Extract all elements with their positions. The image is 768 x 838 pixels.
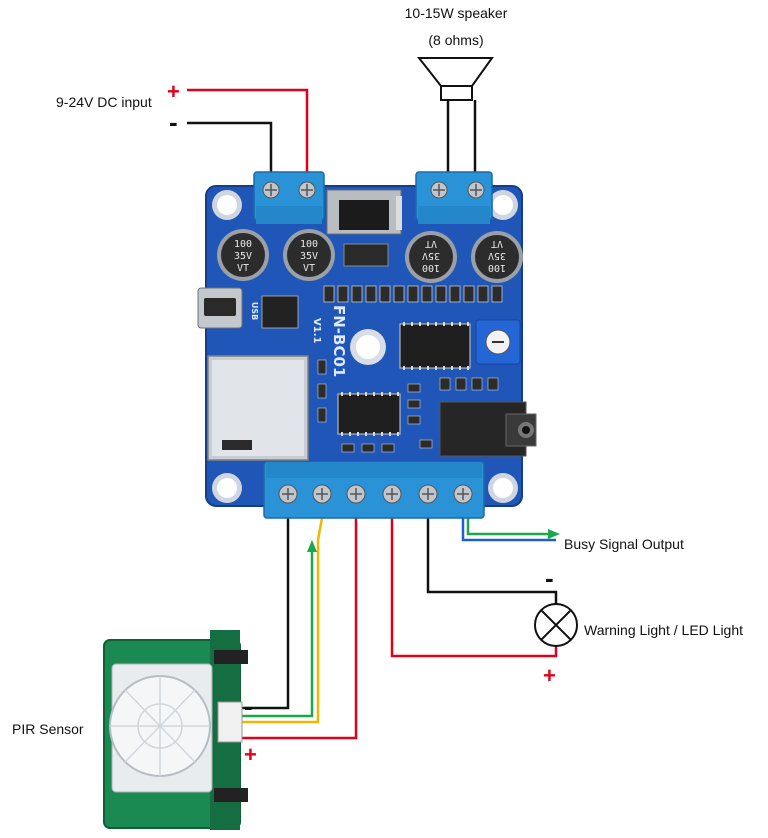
pir-plus-sign: +	[244, 742, 257, 767]
power-terminal-block	[253, 171, 325, 224]
sd-card-slot	[207, 355, 309, 461]
dc-input-label: 9-24V DC input	[56, 94, 152, 110]
capacitor-voltage: 35V	[488, 250, 506, 261]
board-model-silkscreen: FN-BC01	[330, 305, 348, 377]
voltage-regulator	[326, 189, 402, 235]
capacitor-series: VT	[425, 238, 437, 249]
capacitor-1: 100 35V VT	[217, 229, 269, 281]
capacitor-4: 100 35V VT	[471, 231, 523, 283]
pir-green-wire	[242, 548, 314, 718]
dc-positive-wire	[187, 88, 309, 185]
pir-sensor-label: PIR Sensor	[12, 721, 84, 737]
mounting-holes	[212, 190, 518, 503]
pir-pin	[214, 650, 248, 664]
board-version-silkscreen: V1.1	[311, 318, 322, 343]
light-negative-wire	[426, 500, 558, 604]
mp3-player-board: 100 35V VT 100 35V VT 100 35V VT 100 35V…	[197, 171, 537, 519]
dc-negative-wire	[187, 121, 273, 185]
busy-arrow-icon	[548, 529, 560, 539]
pir-pin	[214, 788, 248, 802]
busy-signal-label: Busy Signal Output	[564, 536, 684, 552]
capacitor-value: 100	[488, 262, 506, 273]
capacitor-value: 100	[422, 262, 440, 273]
usb-label: USB	[250, 302, 259, 320]
capacitor-series: VT	[237, 263, 249, 274]
io-terminal-block	[263, 461, 485, 519]
light-minus-sign: -	[545, 563, 554, 593]
capacitor-voltage: 35V	[300, 251, 318, 262]
speaker-cone-icon	[416, 57, 494, 87]
warning-light	[534, 603, 578, 647]
dc-minus-sign: -	[169, 107, 178, 137]
potentiometer	[475, 319, 521, 365]
capacitor-value: 100	[300, 239, 318, 250]
speaker-impedance-label: (8 ohms)	[428, 32, 483, 48]
audio-jack	[439, 401, 537, 457]
capacitor-series: VT	[303, 263, 315, 274]
capacitor-voltage: 35V	[422, 250, 440, 261]
amplifier-ic	[399, 322, 471, 370]
speaker-magnet-icon	[440, 85, 473, 101]
capacitor-voltage: 35V	[234, 251, 252, 262]
capacitor-2: 100 35V VT	[283, 229, 335, 281]
pir-sensor	[103, 630, 248, 830]
pir-green-arrow-icon	[307, 540, 317, 552]
speaker-terminal-block	[415, 171, 493, 224]
capacitor-series: VT	[491, 238, 503, 249]
warning-light-label: Warning Light / LED Light	[584, 622, 743, 638]
light-plus-sign: +	[543, 663, 556, 688]
pir-positive-wire	[242, 500, 358, 740]
capacitor-3: 100 35V VT	[405, 231, 457, 283]
main-chip	[337, 392, 401, 436]
usb-port: USB	[197, 287, 259, 329]
pir-minus-sign: -	[244, 691, 253, 721]
resistor-row	[323, 285, 503, 303]
smd-components	[317, 359, 499, 453]
pir-negative-wire	[242, 500, 290, 710]
capacitor-value: 100	[234, 239, 252, 250]
dc-plus-sign: +	[167, 79, 180, 104]
ic-small	[261, 295, 299, 329]
speaker: 10-15W speaker (8 ohms)	[405, 5, 508, 101]
pir-yellow-wire	[242, 500, 324, 724]
inductor	[343, 243, 389, 267]
speaker-label: 10-15W speaker	[405, 5, 508, 21]
terminal-screws	[278, 484, 473, 504]
light-positive-wire	[390, 500, 558, 658]
